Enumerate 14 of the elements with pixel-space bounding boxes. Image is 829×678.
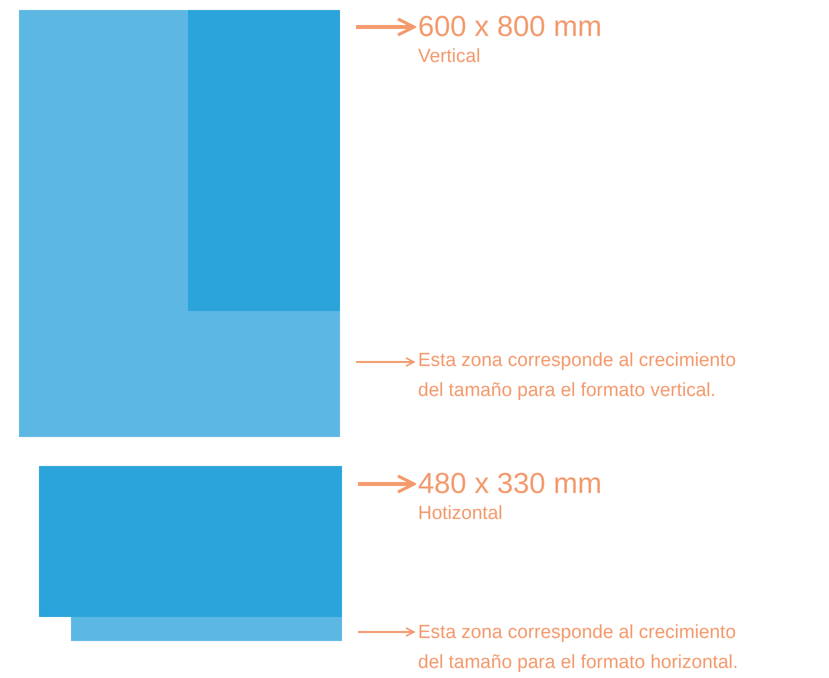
note-text: Esta zona corresponde al crecimiento del tamaño para el formato horizontal.	[418, 618, 758, 678]
dimension-text: 480 x 330 mm	[418, 467, 603, 501]
format-label: Hotizontal	[418, 502, 504, 526]
arrow	[358, 627, 415, 637]
format-label: Vertical	[418, 45, 482, 69]
dimension-text: 600 x 800 mm	[418, 10, 603, 44]
growth-zone-area	[19, 10, 340, 437]
note-text: Esta zona corresponde al crecimiento del tamaño para el formato vertical.	[418, 346, 758, 410]
growth-zone-area	[71, 617, 342, 641]
arrow	[356, 17, 416, 37]
format-panel	[39, 466, 342, 617]
arrow	[358, 474, 416, 494]
arrow	[356, 357, 415, 367]
format-panel	[188, 10, 340, 311]
